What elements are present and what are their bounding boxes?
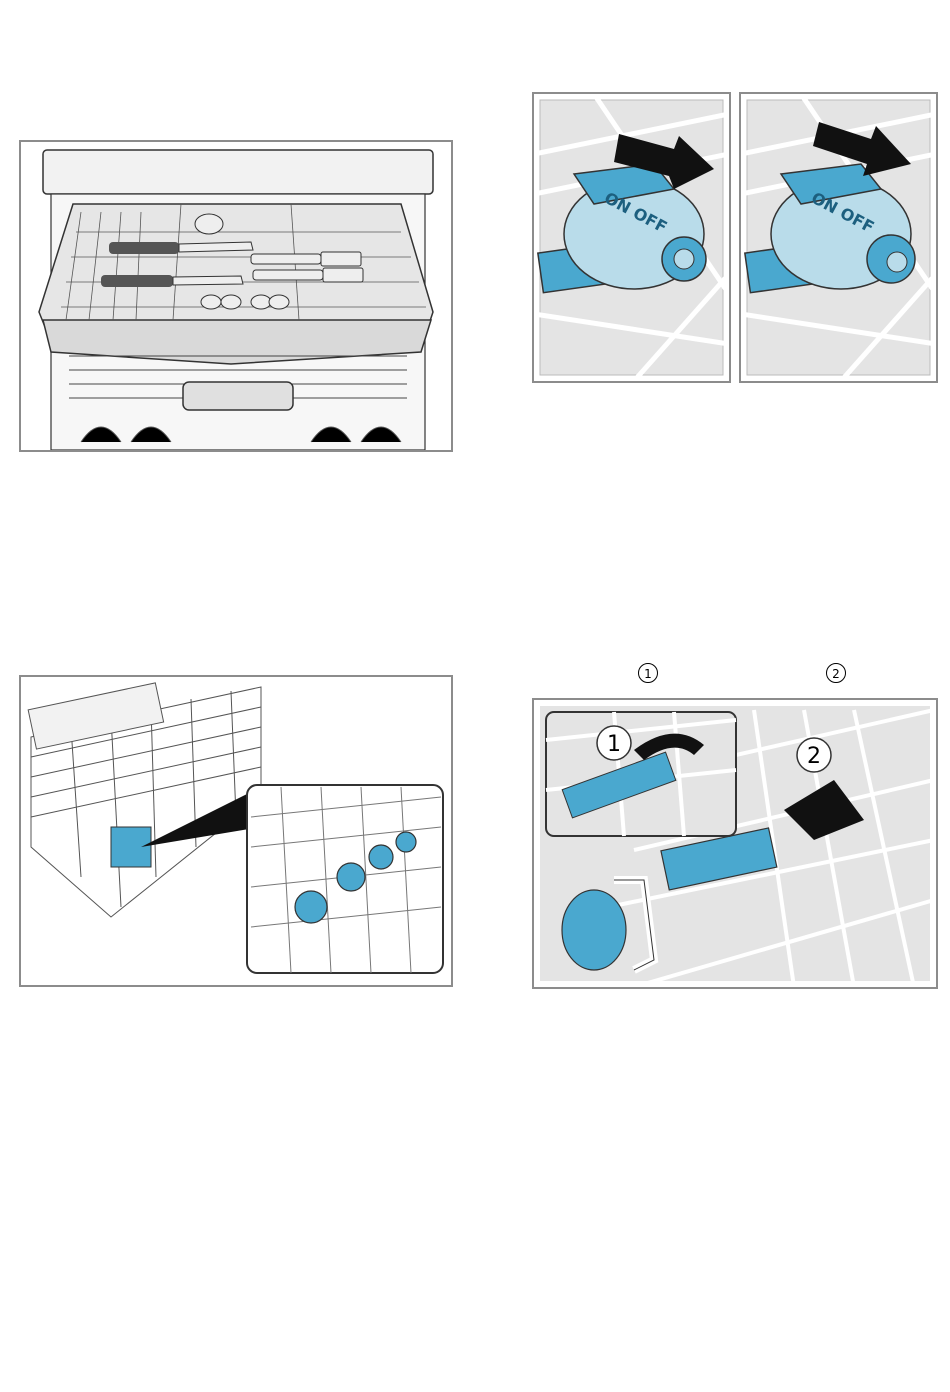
upper-rack-illustration [21,677,451,985]
switch-on-illustration: ON OFF [534,94,729,381]
rack-removal-figure: 1 2 [532,698,938,989]
rack-removal-illustration: 1 2 [534,700,936,987]
step-1-marker: 1 [607,732,621,757]
callout-2: 2 [826,663,846,683]
cutlery-drawer-illustration [21,142,451,450]
on-off-switch-left-panel: ON OFF [532,92,731,383]
step-2-marker: 2 [807,744,821,769]
callout-1: 1 [638,663,658,683]
on-off-switch-right-panel: ON OFF [739,92,938,383]
upper-rack-detail-figure [19,675,453,987]
switch-off-illustration: ON OFF [741,94,936,381]
cutlery-drawer-figure [19,140,453,452]
